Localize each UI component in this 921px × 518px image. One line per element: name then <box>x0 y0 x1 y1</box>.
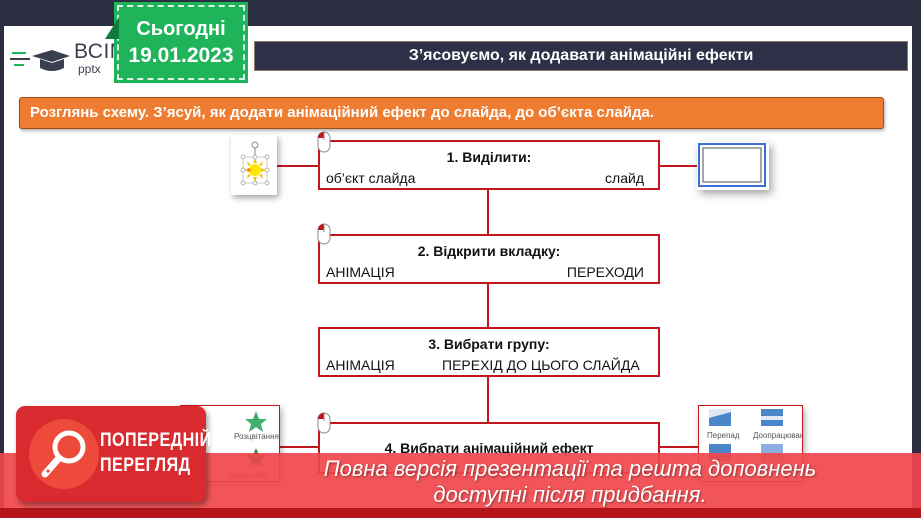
step-option-right: ПЕРЕХІД ДО ЦЬОГО СЛАЙДА <box>442 357 640 373</box>
flow-step-1: 1. Виділити: об’єкт слайда слайд <box>318 140 660 190</box>
step-option-left: АНІМАЦІЯ <box>326 357 395 373</box>
flow-step-3: 3. Вибрати групу: АНІМАЦІЯ ПЕРЕХІД ДО ЦЬ… <box>318 327 660 377</box>
sun-shape-icon <box>240 141 270 186</box>
slide-selection-icon <box>698 143 766 187</box>
instruction-bar: Розглянь схему. З’ясуй, як додати анімац… <box>19 97 884 129</box>
banner-line-1: Повна версія презентації та решта доповн… <box>323 456 817 481</box>
mouse-icon <box>317 412 331 434</box>
step-heading: 2. Відкрити вкладку: <box>417 243 561 259</box>
banner-bottom-strip <box>0 508 921 518</box>
right-edge <box>912 0 921 518</box>
preview-label: ПОПЕРЕДНІЙ ПЕРЕГЛЯД <box>100 428 212 478</box>
preview-icon-circle <box>29 419 99 489</box>
date-badge: Сьогодні 19.01.2023 <box>105 2 248 83</box>
step-heading: 4. Вибрати анімаційний ефект <box>384 440 594 456</box>
preview-label-line-2: ПЕРЕГЛЯД <box>100 455 191 476</box>
logo-brand: ВСІМ <box>74 40 128 63</box>
badge-fold <box>105 17 119 39</box>
step-option-left: об’єкт слайда <box>326 170 416 186</box>
logo: ВСІМ pptx <box>10 40 127 80</box>
connector <box>487 190 489 426</box>
svg-text:Перепад: Перепад <box>707 431 740 440</box>
page-title: З’ясовуємо, як додавати анімаційні ефект… <box>254 41 908 71</box>
flow-step-2: 2. Відкрити вкладку: АНІМАЦІЯ ПЕРЕХОДИ <box>318 234 660 284</box>
preview-label-line-1: ПОПЕРЕДНІЙ <box>100 430 212 451</box>
preview-button[interactable]: ПОПЕРЕДНІЙ ПЕРЕГЛЯД <box>16 406 211 502</box>
selected-slide-thumbnail <box>697 142 769 190</box>
connector <box>277 165 319 167</box>
date-value: 19.01.2023 <box>128 44 234 67</box>
svg-text:Доопрацювання: Доопрацювання <box>753 431 802 440</box>
step-heading: 1. Виділити: <box>446 149 532 165</box>
step-heading: 3. Вибрати групу: <box>428 336 550 352</box>
step-option-right: ПЕРЕХОДИ <box>566 264 644 280</box>
banner-line-2: доступні після придбання. <box>433 482 707 507</box>
step-option-left: АНІМАЦІЯ <box>326 264 395 280</box>
mouse-icon <box>317 131 331 153</box>
connector <box>659 446 699 448</box>
mouse-icon <box>317 223 331 245</box>
step-option-right: слайд <box>605 170 644 186</box>
connector <box>659 165 697 167</box>
date-label: Сьогодні <box>136 18 226 40</box>
logo-sub: pptx <box>78 62 101 76</box>
selected-object-thumbnail <box>231 135 277 195</box>
connector <box>278 446 320 448</box>
graduation-cap-icon <box>10 50 70 71</box>
svg-text:Розцвітання: Розцвітання <box>234 432 279 441</box>
magnifier-icon <box>41 430 86 478</box>
